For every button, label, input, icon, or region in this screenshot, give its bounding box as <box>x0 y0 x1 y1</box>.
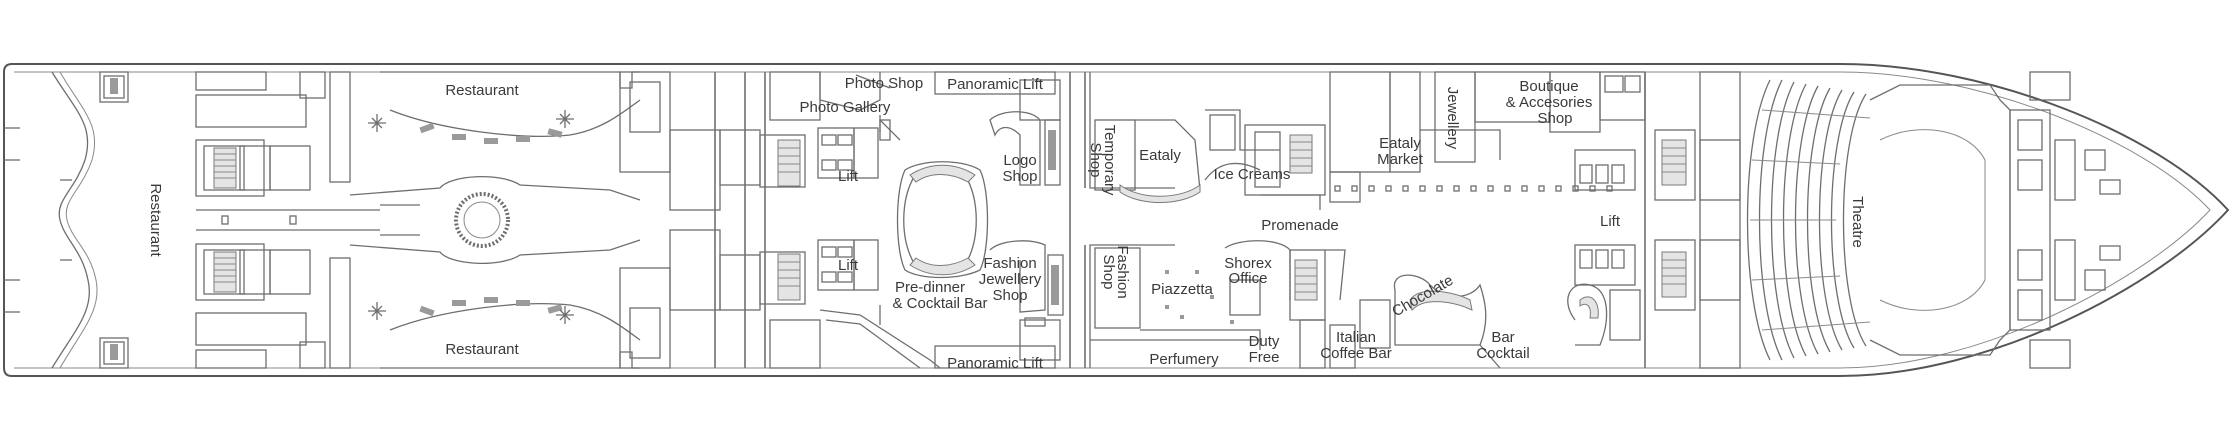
label-eataly: Eataly <box>1139 147 1181 164</box>
atrium-bar <box>879 115 989 325</box>
aft-service-block-bottom <box>99 243 351 369</box>
label-panoramic-lift-top: Panoramic Lift <box>947 76 1044 93</box>
forward-lift-block-bottom <box>1574 244 1636 286</box>
fashion-jewellery-shop <box>989 240 1064 327</box>
aft-restaurant-wall <box>51 71 90 369</box>
theatre-seating <box>1746 79 1871 361</box>
label-temporary-shop-2: Shop <box>1087 142 1104 177</box>
label-italian-coffee-2: Coffee Bar <box>1320 345 1391 362</box>
label-fashion-jewellery-3: Shop <box>992 287 1027 304</box>
lift-block-bottom <box>817 239 879 291</box>
label-lift-3: Lift <box>1600 213 1621 230</box>
label-eataly-market-2: Market <box>1377 151 1424 168</box>
label-shorex-2: Office <box>1229 270 1268 287</box>
label-restaurant-bottom: Restaurant <box>445 341 519 358</box>
label-fashion-shop-2: Shop <box>1100 254 1117 289</box>
hull-outline <box>3 63 2230 377</box>
label-photo-gallery: Photo Gallery <box>800 99 891 116</box>
logo-shop <box>989 111 1061 186</box>
ice-creams-stairs <box>1290 141 1312 167</box>
label-bar-cocktail-1: Bar <box>1491 329 1514 346</box>
label-fashion-shop-1: Fashion <box>1114 245 1131 298</box>
label-bar-cocktail-2: Cocktail <box>1476 345 1529 362</box>
label-jewellery: Jewellery <box>1444 87 1461 150</box>
forward-lift-block-top <box>1574 149 1636 191</box>
aft-service-block-top <box>99 71 351 197</box>
label-boutique-1: Boutique <box>1519 78 1578 95</box>
label-piazzetta: Piazzetta <box>1151 281 1213 298</box>
label-restaurant-top: Restaurant <box>445 82 519 99</box>
label-duty-free-1: Duty <box>1249 333 1280 350</box>
ice-creams-counter <box>1244 124 1326 210</box>
label-italian-coffee-1: Italian <box>1336 329 1376 346</box>
label-fashion-jewellery-1: Fashion <box>983 255 1036 272</box>
panoramic-lift-bottom-box <box>934 319 1061 369</box>
theatre-stage <box>1869 71 2121 369</box>
chocolate-bar <box>1329 274 1501 369</box>
label-promenade: Promenade <box>1261 217 1339 234</box>
aft-edge-marks <box>4 127 72 313</box>
label-restaurant-aft: Restaurant <box>147 183 164 257</box>
eataly-area <box>1094 109 1280 203</box>
label-boutique-3: Shop <box>1537 110 1572 127</box>
shorex-stairs <box>1295 267 1317 293</box>
photo-gallery-area <box>769 71 901 141</box>
label-lift-1: Lift <box>838 168 859 185</box>
label-pre-dinner-2: & Cocktail Bar <box>892 295 987 312</box>
staircase-bottom <box>769 309 941 369</box>
label-ice-creams: Ice Creams <box>1214 166 1291 183</box>
piazzetta-area <box>1090 247 1261 350</box>
promenade-markers <box>1334 185 1613 192</box>
lift-block-top <box>817 127 879 179</box>
label-perfumery: Perfumery <box>1149 351 1219 368</box>
forward-service-block <box>1644 71 1741 369</box>
label-shorex-1: Shorex <box>1224 255 1272 272</box>
label-eataly-market-1: Eataly <box>1379 135 1421 152</box>
label-theatre: Theatre <box>1849 196 1866 248</box>
aft-centre-aisle <box>196 204 420 236</box>
label-logo-shop-1: Logo <box>1003 152 1036 169</box>
label-logo-shop-2: Shop <box>1002 168 1037 185</box>
hull-inner-line <box>14 71 2211 369</box>
mid-aft-stairs <box>778 147 800 287</box>
label-photo-shop: Photo Shop <box>845 75 923 92</box>
label-boutique-2: & Accesories <box>1506 94 1593 111</box>
shorex-office <box>1224 240 1346 369</box>
midship-walls <box>1069 72 1175 368</box>
label-pre-dinner-1: Pre-dinner <box>895 279 965 296</box>
label-temporary-shop-1: Temporary <box>1101 125 1118 196</box>
label-fashion-jewellery-2: Jewellery <box>979 271 1042 288</box>
forward-stairs <box>1662 147 1686 285</box>
label-lift-2: Lift <box>838 257 859 274</box>
restaurant-rotunda <box>349 176 641 264</box>
aft-stairs <box>214 153 236 283</box>
mid-aft-structure <box>619 71 806 369</box>
eataly-market-block <box>1329 71 1421 203</box>
bar-cocktail <box>1567 283 1641 346</box>
label-duty-free-2: Free <box>1249 349 1280 366</box>
label-panoramic-lift-bottom: Panoramic Lift <box>947 355 1044 372</box>
